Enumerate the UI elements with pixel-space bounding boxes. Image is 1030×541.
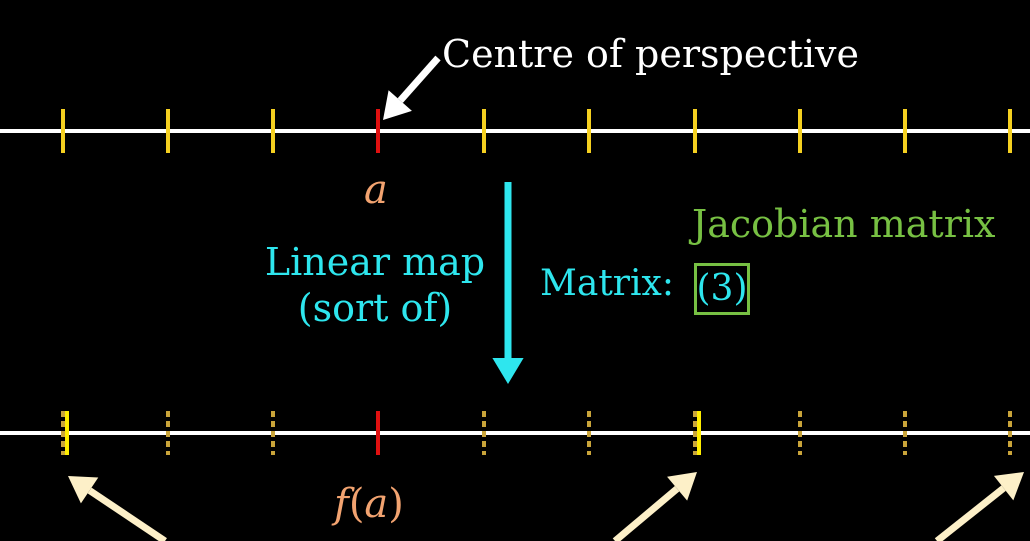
bottom-pointer-left-shaft xyxy=(87,487,167,541)
point-a-label: a xyxy=(364,167,388,213)
bottom-pointer-right-head xyxy=(993,472,1024,501)
fa-a: a xyxy=(364,481,389,527)
linear-map-line2: (sort of) xyxy=(297,285,453,330)
bottom-pointer-left-head xyxy=(68,476,99,504)
bottom-pointer-middle-shaft xyxy=(612,486,680,541)
matrix-prefix-label: Matrix: xyxy=(540,263,674,304)
linear-map-line1: Linear map xyxy=(264,240,486,284)
fa-close-paren: ) xyxy=(388,481,404,527)
bottom-pointer-right-shaft xyxy=(934,485,1006,541)
fa-open-paren: ( xyxy=(348,481,365,527)
centre-pointer-arrow-head xyxy=(383,90,412,120)
linear-map-label: Linear map (sort of) xyxy=(255,240,495,331)
centre-of-perspective-label: Centre of perspective xyxy=(442,32,860,76)
fa-f: f xyxy=(334,481,349,527)
bottom-pointer-middle-head xyxy=(667,472,697,501)
point-fa-label: f(a) xyxy=(334,484,404,524)
jacobian-matrix-label: Jacobian matrix xyxy=(692,202,996,246)
map-arrow-head xyxy=(492,358,524,384)
centre-pointer-arrow-shaft xyxy=(397,55,441,103)
matrix-entry-box: (3) xyxy=(694,263,750,315)
